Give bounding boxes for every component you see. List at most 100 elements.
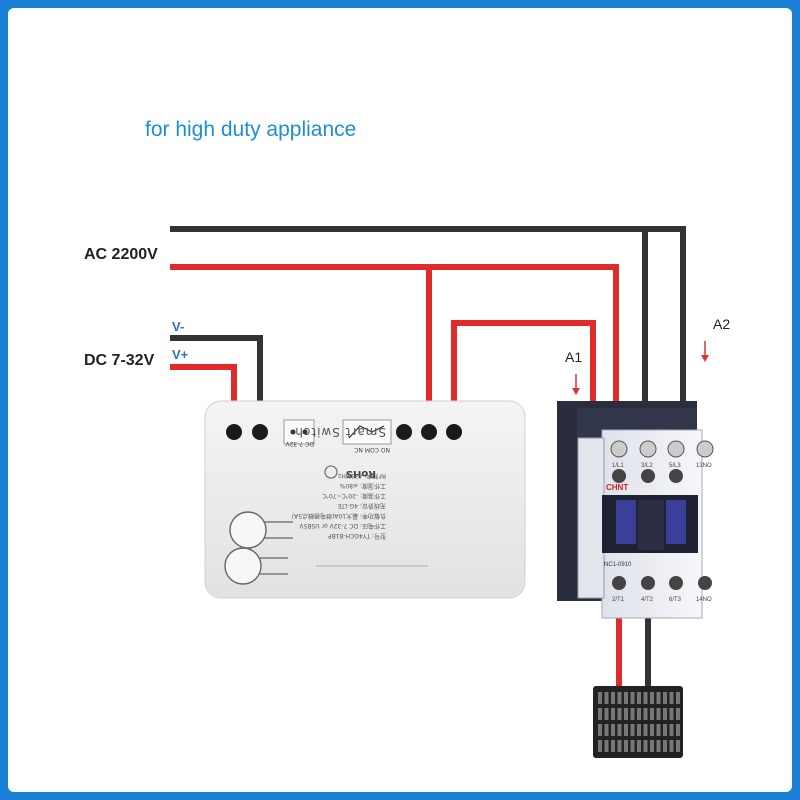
top-terminal-label: 13NO xyxy=(696,463,712,469)
heater-fin xyxy=(598,708,602,720)
spec-line: RF频率: 433MHz xyxy=(338,472,386,480)
heater-fin xyxy=(598,740,602,752)
heater-fin xyxy=(637,708,641,720)
bottom-terminal-label: 4/T2 xyxy=(641,597,654,603)
heater-fin xyxy=(637,692,641,704)
heater-fin xyxy=(656,740,661,752)
dc-terminal-2 xyxy=(252,424,268,440)
pair-button-2 xyxy=(224,547,288,585)
heater-fin xyxy=(676,724,680,736)
a1-arrow xyxy=(572,374,580,395)
heater-fin xyxy=(669,740,674,752)
spec-line: 工作温度: -20℃~70℃ xyxy=(322,492,386,500)
heater-fin xyxy=(650,724,654,736)
top-terminals xyxy=(610,440,714,458)
contactor-slider-1 xyxy=(616,500,636,544)
heater-fin xyxy=(656,708,661,720)
ac-voltage-label: AC 2200V xyxy=(84,246,158,263)
spec-line: 工作湿度: ≤80% xyxy=(339,482,386,490)
a2-arrow xyxy=(701,341,709,362)
contactor-model: NC1-0910 xyxy=(604,562,632,568)
heater-fin xyxy=(630,692,635,704)
heater-fin xyxy=(624,724,628,736)
heater-fin xyxy=(617,724,622,736)
diagram-canvas: Smart Switch RoHS NO COM NC DC 7-32V 型号:… xyxy=(8,8,792,792)
heater-fin xyxy=(624,692,628,704)
spec-lines: 型号: TY4GCH-B1BP 工作电压: DC 7-32V or USB5V 负载… xyxy=(292,472,386,540)
heater-fin xyxy=(630,724,635,736)
heading: for high duty appliance xyxy=(145,118,357,141)
no-to-a1-wire xyxy=(451,320,596,428)
bottom-terminal-label: 2/T1 xyxy=(612,597,625,603)
no-terminal xyxy=(446,424,462,440)
recycle-icon xyxy=(324,465,338,479)
heater-fin xyxy=(643,740,648,752)
a1-label: A1 xyxy=(565,349,583,365)
top-terminal-labels: 1/L1 3/L2 5/L3 13NO xyxy=(612,463,712,469)
smart-switch-module: Smart Switch RoHS NO COM NC DC 7-32V 型号:… xyxy=(204,400,526,599)
heater-fin xyxy=(604,708,609,720)
heater-fin xyxy=(643,692,648,704)
heater-fin xyxy=(611,692,615,704)
ac-live-wire xyxy=(170,264,619,438)
heater-fin xyxy=(650,708,654,720)
spec-line: 无线协议: 4G-LTE xyxy=(337,502,386,510)
spec-line: 工作电压: DC 7-32V or USB5V xyxy=(299,522,386,530)
heater-fin xyxy=(663,724,667,736)
heater-fin xyxy=(624,708,628,720)
heater-fin xyxy=(663,740,667,752)
bottom-terminal-label: 14NO xyxy=(696,597,712,603)
heater-fin xyxy=(650,740,654,752)
top-terminal-label: 5/L3 xyxy=(669,463,681,469)
heater-fin xyxy=(604,724,609,736)
heater-fin xyxy=(656,724,661,736)
heater-fin xyxy=(650,692,654,704)
heater-fin xyxy=(624,740,628,752)
spec-line: 型号: TY4GCH-B1BP xyxy=(328,532,386,540)
dc-header xyxy=(283,419,315,445)
nc-terminal xyxy=(396,424,412,440)
heater-fin xyxy=(669,692,674,704)
heater-fin xyxy=(630,740,635,752)
top-terminal-label: 3/L2 xyxy=(641,463,653,469)
top-screws xyxy=(612,469,683,483)
com-terminal xyxy=(421,424,437,440)
top-terminal-label: 1/L1 xyxy=(612,463,624,469)
heater-fin xyxy=(630,708,635,720)
v-plus-label: V+ xyxy=(172,347,189,362)
heater-fin xyxy=(643,724,648,736)
heater-fin xyxy=(676,740,680,752)
heater-fin xyxy=(617,692,622,704)
heater-fin xyxy=(617,740,622,752)
heater-fin xyxy=(663,692,667,704)
heater-fin xyxy=(656,692,661,704)
dc-terminal-1 xyxy=(226,424,242,440)
rohs-mark: RoHS xyxy=(346,468,376,479)
heater-fin xyxy=(676,708,680,720)
heater-fin xyxy=(611,724,615,736)
heater-fin xyxy=(637,724,641,736)
wiring-diagram: Smart Switch RoHS NO COM NC DC 7-32V 型号:… xyxy=(170,226,714,758)
heater-fin xyxy=(669,724,674,736)
heater-fin xyxy=(617,708,622,720)
contactor-brand: CHNT xyxy=(606,483,628,492)
contactor-slider-2 xyxy=(666,500,686,544)
heater-fin xyxy=(598,724,602,736)
bottom-screws xyxy=(612,576,712,590)
spec-line: 负载功率: 最大10A(继电器触点5A) xyxy=(292,512,386,520)
heater-load xyxy=(593,686,683,758)
heater-fin xyxy=(611,740,615,752)
heater-fin xyxy=(663,708,667,720)
dc-voltage-label: DC 7-32V xyxy=(84,352,155,369)
heater-fin xyxy=(604,692,609,704)
dc-terminal-label: DC 7-32V xyxy=(285,440,314,447)
heater-fin xyxy=(598,692,602,704)
heater-fin xyxy=(643,708,648,720)
heater-fin xyxy=(637,740,641,752)
a2-label: A2 xyxy=(713,316,731,332)
heater-fin xyxy=(604,740,609,752)
module-title: Smart Switch xyxy=(294,425,386,439)
heater-fin xyxy=(669,708,674,720)
